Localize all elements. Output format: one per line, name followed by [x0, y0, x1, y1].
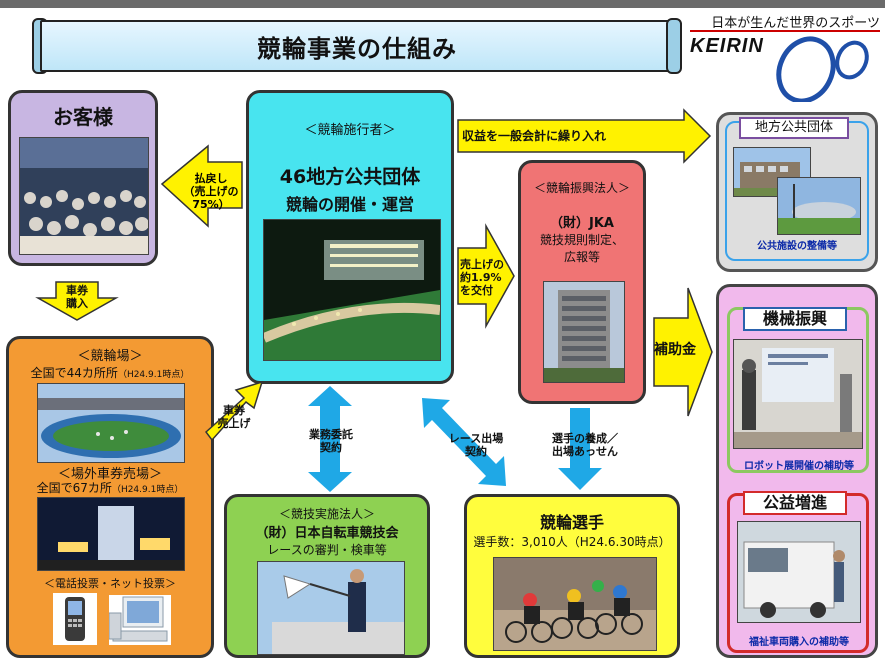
race-label-1: レース出場 — [448, 432, 504, 445]
public-facility-photo-2 — [777, 177, 861, 235]
training-arrow — [558, 408, 602, 490]
robot-expo-photo — [733, 339, 863, 449]
jka-desc-2: 広報等 — [563, 250, 600, 264]
brand-rule — [690, 30, 880, 32]
buy-arrow — [35, 281, 119, 321]
page-title: 競輪事業の仕組み — [257, 34, 457, 63]
jka-box: ＜競輪振興法人＞ （財）JKA 競技規則制定、 広報等 — [518, 160, 646, 404]
public-title: 公益増進 — [743, 491, 847, 515]
riders-title: 競輪選手 — [539, 513, 604, 532]
revenue-label: 収益を一般会計に繰り入れ — [462, 129, 607, 143]
race-label-2: 契約 — [465, 445, 487, 458]
velodrome-photo — [37, 383, 185, 463]
refund-label: 払戻し （売上げの 75%） — [180, 172, 242, 211]
subsidy-label: 補助金 — [654, 342, 696, 358]
grant-arrow — [457, 223, 515, 329]
riders-box: 競輪選手 選手数：3,010人（H24.6.30時点） — [464, 494, 680, 658]
welfare-vehicle-photo — [737, 521, 861, 623]
training-label-2: 出場あっせん — [552, 445, 618, 458]
commission-label: 業務委託 契約 — [296, 428, 366, 454]
jka-desc-1: 競技規則制定、 — [539, 233, 624, 247]
sales-label-2: 売上げ — [217, 417, 251, 430]
offsite-label: ＜場外車券売場＞ — [57, 467, 162, 482]
jka-name: （財）JKA — [550, 216, 614, 231]
local-gov-caption: 公共施設の整備等 — [757, 241, 837, 252]
training-label-1: 選手の養成／ — [552, 432, 618, 445]
venue-box: ＜競輪場＞ 全国で44カ所所（H24.9.1時点） ＜場外車券売場＞ 全国で67… — [6, 336, 214, 658]
machine-caption: ロボット展開催の補助等 — [744, 461, 854, 472]
local-gov-box: 地方公共団体 公共施設の整備等 — [716, 112, 878, 272]
refund-label-2: （売上げの — [183, 185, 239, 198]
commission-label-1: 業務委託 — [309, 428, 353, 441]
offsite-date: （H24.9.1時点） — [111, 485, 184, 495]
organizer-label: ＜競輪施行者＞ — [304, 123, 396, 138]
refund-label-3: 75%） — [192, 198, 230, 211]
brand-tagline: 日本が生んだ世界のスポーツ — [711, 16, 880, 31]
crowd-photo — [19, 137, 149, 255]
race-arrow — [422, 398, 506, 486]
sales-arrow — [204, 380, 264, 442]
venue-date: （H24.9.1時点） — [117, 370, 190, 380]
grant-label-2: 約1.9% — [460, 271, 502, 284]
riders-count: 選手数：3,010人（H24.6.30時点） — [473, 535, 671, 549]
offsite-count: 全国で67カ所 — [36, 481, 112, 495]
public-caption: 福祉車両購入の補助等 — [749, 637, 849, 648]
commission-arrow — [308, 386, 352, 492]
title-banner: 競輪事業の仕組み — [32, 18, 682, 74]
sales-label: 車券 売上げ — [214, 404, 254, 430]
buy-label: 車券 購入 — [52, 284, 102, 310]
grant-label-1: 売上げの — [460, 258, 504, 271]
sales-label-1: 車券 — [223, 404, 245, 417]
venue-label: ＜競輪場＞ — [77, 349, 143, 364]
referee-photo — [257, 561, 405, 655]
executor-desc: レースの審判・検車等 — [267, 543, 387, 557]
grant-label-3: を交付 — [460, 284, 493, 297]
banner-curl-right — [666, 18, 682, 74]
racers-photo — [493, 557, 657, 651]
organizer-subtitle: 競輪の開催・運営 — [285, 195, 414, 214]
race-label: レース出場 契約 — [436, 432, 516, 458]
mobile-phone-icon — [53, 593, 97, 645]
commission-label-2: 契約 — [320, 441, 342, 454]
customers-box: お客様 — [8, 90, 158, 266]
buy-label-1: 車券 — [66, 284, 88, 297]
offsite-count-line: 全国で67カ所（H24.9.1時点） — [9, 479, 211, 496]
brand-name: KEIRIN — [690, 35, 764, 57]
executor-name: （財）日本自転車競技会 — [255, 526, 399, 541]
grant-label: 売上げの 約1.9% を交付 — [460, 258, 514, 297]
organizer-title: 46地方公共団体 — [279, 166, 421, 188]
top-bar — [0, 0, 885, 8]
computer-icon — [109, 595, 171, 645]
offsite-building-photo — [37, 497, 185, 571]
jka-label: ＜競輪振興法人＞ — [533, 181, 630, 195]
subsidy-arrow — [653, 287, 713, 417]
training-label: 選手の養成／ 出場あっせん — [540, 432, 630, 458]
machine-title: 機械振興 — [743, 307, 847, 331]
banner-body: 競輪事業の仕組み — [40, 20, 674, 72]
keirin-logo-rings — [776, 36, 869, 102]
subsidy-recipient-box: 機械振興 ロボット展開催の補助等 公益増進 福祉車両購入の補助等 — [716, 284, 878, 658]
buy-label-2: 購入 — [66, 297, 88, 310]
venue-count-line: 全国で44カ所所（H24.9.1時点） — [9, 364, 211, 381]
refund-label-1: 払戻し — [194, 172, 228, 185]
venue-count: 全国で44カ所所 — [30, 366, 118, 380]
local-gov-title: 地方公共団体 — [739, 117, 849, 139]
organizer-box: ＜競輪施行者＞ 46地方公共団体 競輪の開催・運営 — [246, 90, 454, 384]
jka-building-photo — [543, 281, 625, 383]
executor-box: ＜競技実施法人＞ （財）日本自転車競技会 レースの審判・検車等 — [224, 494, 430, 658]
vote-label: ＜電話投票・ネット投票＞ — [44, 577, 176, 590]
revenue-arrow — [457, 108, 712, 164]
stadium-night-photo — [263, 219, 441, 361]
customers-title: お客様 — [53, 105, 113, 129]
executor-label: ＜競技実施法人＞ — [278, 507, 375, 521]
refund-arrow — [160, 144, 243, 228]
